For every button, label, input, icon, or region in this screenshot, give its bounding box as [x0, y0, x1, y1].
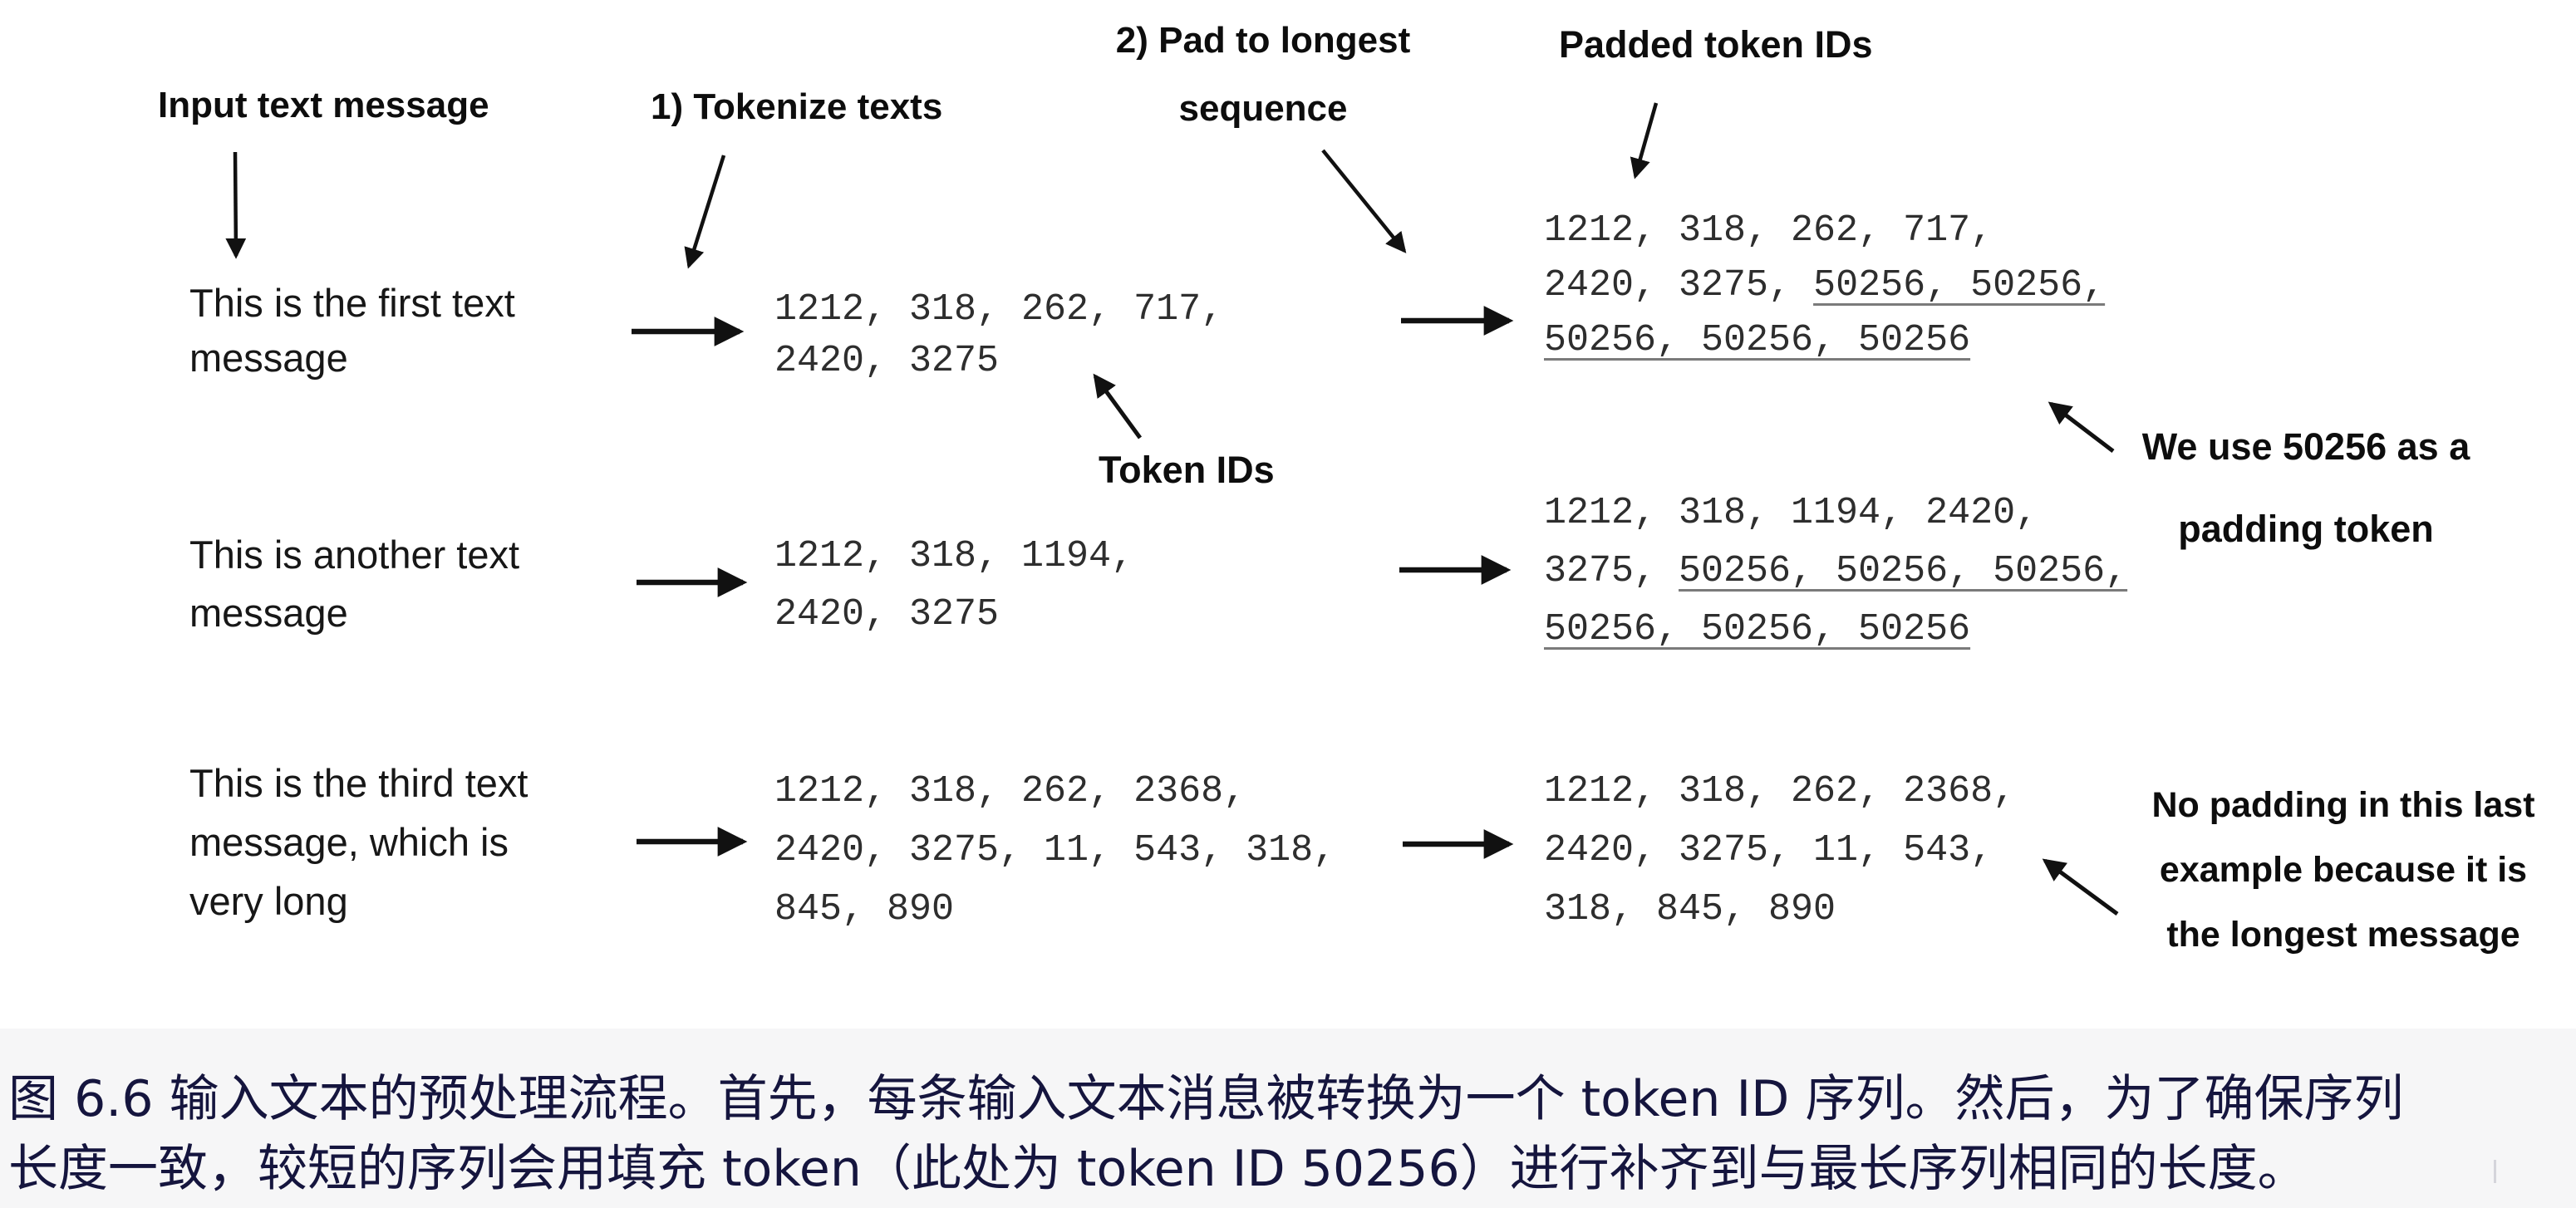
arrow-input-label-to-row1	[225, 151, 247, 259]
cursor-artifact	[2494, 1160, 2496, 1183]
padded-token-ids-label: Padded token IDs	[1559, 23, 1873, 66]
row2-padded-token-ids: 1212, 318, 1194, 2420,3275, 50256, 50256…	[1544, 492, 2128, 651]
figure-caption-line2: 长度一致，较短的序列会用填充 token（此处为 token ID 50256）…	[8, 1140, 2308, 1198]
row3-token-ids: 1212, 318, 262, 2368,2420, 3275, 11, 543…	[774, 770, 1336, 931]
row1-token-ids: 1212, 318, 262, 717,2420, 3275	[774, 288, 1224, 382]
token-ids-annotation-label: Token IDs	[1099, 449, 1275, 491]
arrow-token-ids-annotation	[1093, 373, 1143, 439]
arrow-tokenize-label-to-row1	[684, 155, 726, 269]
tokenize-step-label: 1) Tokenize texts	[651, 86, 943, 127]
row2-token-ids: 1212, 318, 1194,2420, 3275	[774, 535, 1134, 636]
input-text-message-label: Input text message	[158, 85, 489, 125]
arrow-pad-label-to-row1	[1321, 149, 1407, 253]
row1-padded-token-ids: 1212, 318, 262, 717,2420, 3275, 50256, 5…	[1544, 209, 2106, 361]
row3-padded-token-ids: 1212, 318, 262, 2368,2420, 3275, 11, 543…	[1544, 770, 2016, 931]
caption-background-band	[0, 1029, 2576, 1208]
figure-caption-line1: 图 6.6 输入文本的预处理流程。首先，每条输入文本消息被转换为一个 token…	[8, 1070, 2404, 1128]
arrow-padded-label-to-row1	[1630, 102, 1659, 179]
arrow-padding-note-annotation	[2048, 401, 2115, 453]
arrow-no-padding-note-annotation	[2042, 858, 2119, 916]
